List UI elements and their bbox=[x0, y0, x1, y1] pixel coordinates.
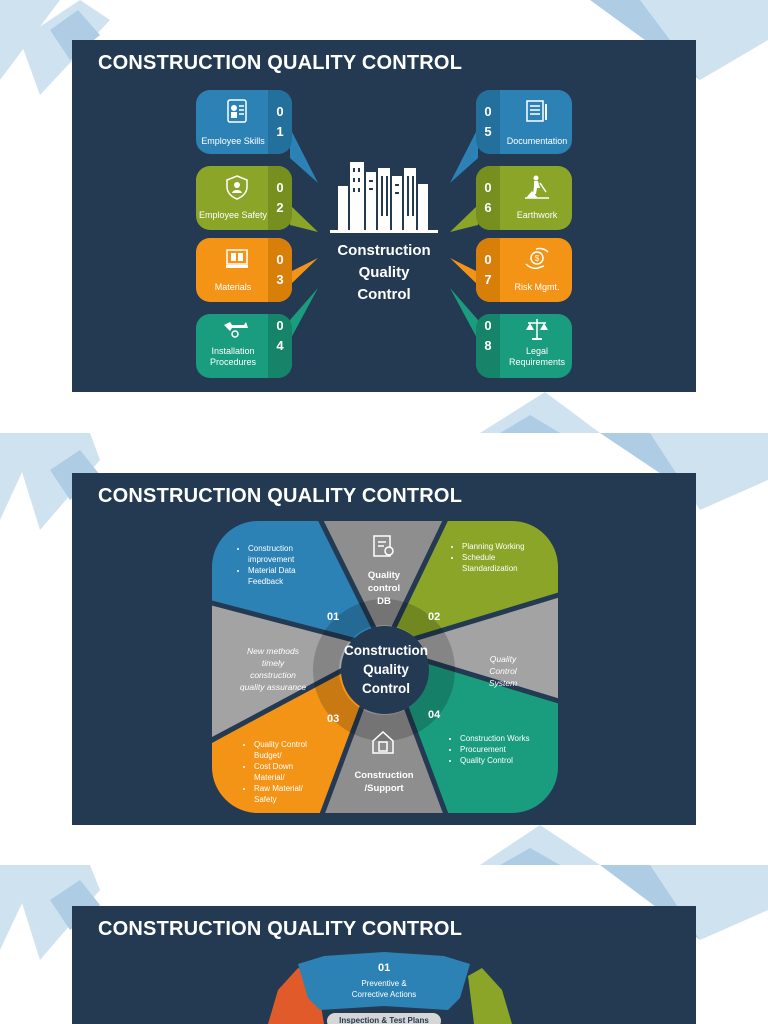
card-employee-safety: 0 2 Employee Safety bbox=[196, 166, 292, 230]
segment-bullets-2: Planning Working Schedule Standardizatio… bbox=[452, 541, 542, 574]
slide-title: CONSTRUCTION QUALITY CONTROL bbox=[98, 918, 463, 940]
center-label: Construction Quality Control bbox=[337, 242, 431, 303]
card-number: 0 2 bbox=[276, 180, 284, 215]
slide-3: CONSTRUCTION QUALITY CONTROL 01 Preventi… bbox=[72, 906, 696, 1024]
segment-grey-bottom bbox=[322, 648, 446, 813]
card-risk-management: 0 7 $ Risk Mgmt. bbox=[476, 238, 572, 302]
employee-safety-icon bbox=[226, 175, 248, 200]
card-label: Installation Procedures bbox=[209, 346, 257, 367]
card-label: Legal Requirements bbox=[508, 346, 566, 367]
materials-icon bbox=[226, 249, 248, 268]
segment-label-bottom: Construction /Support bbox=[354, 770, 414, 794]
left-segment-text: New methods timely construction quality … bbox=[239, 646, 307, 692]
cycle-diagram bbox=[268, 952, 512, 1024]
step-label: Preventive & Corrective Actions bbox=[351, 979, 417, 999]
segment-number: 03 bbox=[327, 713, 340, 725]
card-legal-requirements: 0 8 Legal Requirements bbox=[476, 314, 572, 378]
segment-label-top: Quality control DB bbox=[367, 570, 401, 607]
segment-bullets-3: Quality Control Budget/ Cost Down Materi… bbox=[244, 739, 324, 805]
quality-control-wheel bbox=[206, 517, 563, 818]
earthwork-icon bbox=[525, 175, 549, 199]
risk-management-icon: $ bbox=[525, 247, 549, 270]
segment-orange bbox=[212, 648, 384, 813]
center-label: Construction Quality Control bbox=[344, 643, 428, 696]
card-label: Employee Skills bbox=[201, 136, 265, 146]
segment-bullets-1: Construction improvement Material Data F… bbox=[238, 543, 328, 587]
card-label: Employee Safety bbox=[198, 210, 268, 220]
card-number: 0 1 bbox=[276, 104, 284, 139]
segment-grey-top bbox=[322, 521, 444, 648]
segment-green bbox=[384, 521, 558, 648]
employee-skills-icon bbox=[227, 99, 247, 123]
card-documentation: 0 5 Documentation bbox=[476, 90, 572, 154]
segment-number: 04 bbox=[428, 709, 441, 721]
right-segment-text: Quality Control System bbox=[488, 654, 518, 688]
card-label: Materials bbox=[214, 282, 252, 292]
card-label: Risk Mgmt. bbox=[514, 282, 560, 292]
segment-number: 01 bbox=[327, 611, 340, 623]
house-document-icon bbox=[372, 730, 394, 754]
inner-step-label: Inspection & Test Plans bbox=[339, 1016, 429, 1024]
card-number: 0 6 bbox=[484, 180, 492, 215]
card-number: 0 8 bbox=[484, 318, 492, 353]
slide-title: CONSTRUCTION QUALITY CONTROL bbox=[98, 52, 463, 74]
card-label: Earthwork bbox=[516, 210, 558, 220]
card-number: 0 4 bbox=[276, 318, 284, 353]
slide-2: CONSTRUCTION QUALITY CONTROL bbox=[72, 473, 696, 825]
card-earthwork: 0 6 Earthwork bbox=[476, 166, 572, 230]
card-number: 0 3 bbox=[276, 252, 284, 287]
documentation-icon bbox=[526, 100, 547, 122]
slide-title: CONSTRUCTION QUALITY CONTROL bbox=[98, 485, 463, 507]
segment-bullets-4: Construction Works Procurement Quality C… bbox=[450, 733, 530, 766]
legal-scale-icon bbox=[526, 319, 548, 340]
card-label: Documentation bbox=[506, 136, 568, 146]
segment-number: 02 bbox=[428, 611, 441, 623]
segment-blue bbox=[212, 521, 384, 648]
segment-grey-right bbox=[384, 595, 558, 701]
step-number: 01 bbox=[378, 962, 391, 974]
slide-1: CONSTRUCTION QUALITY CONTROL bbox=[72, 40, 696, 392]
card-connectors bbox=[290, 128, 478, 340]
city-skyline-icon bbox=[330, 162, 438, 233]
card-number: 0 7 bbox=[484, 252, 492, 287]
card-materials: 0 3 Materials bbox=[196, 238, 292, 302]
installation-tools-icon bbox=[224, 322, 248, 338]
quality-checklist-icon bbox=[373, 535, 394, 557]
card-number: 0 5 bbox=[484, 104, 492, 139]
svg-text:$: $ bbox=[535, 254, 540, 263]
card-employee-skills: 0 1 Employee Skills bbox=[196, 90, 292, 154]
card-installation-procedures: 0 4 Installation Procedures bbox=[196, 314, 292, 378]
